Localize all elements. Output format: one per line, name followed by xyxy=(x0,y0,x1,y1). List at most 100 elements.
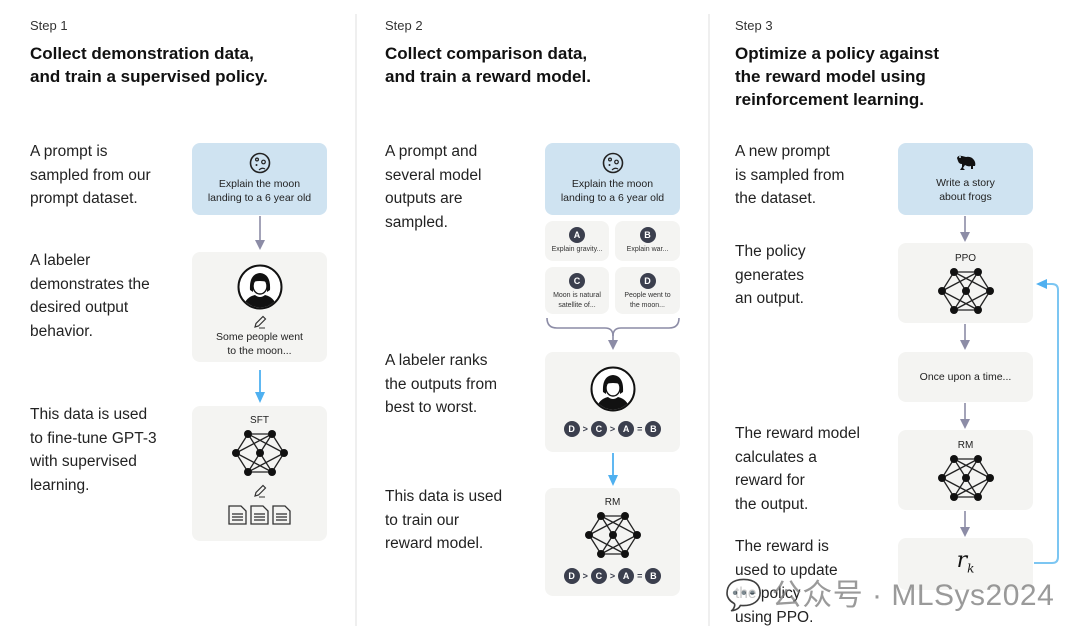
nn-edge xyxy=(953,477,990,498)
desc-line: A labeler xyxy=(30,252,91,269)
desc-line: sampled from our xyxy=(30,166,151,184)
nn-node xyxy=(961,287,970,295)
step-2-desc-train: This data is used to train our reward mo… xyxy=(385,485,502,556)
title-line: Optimize a policy against xyxy=(735,44,940,63)
nn-node xyxy=(949,306,958,314)
output-text: Explain gravity... xyxy=(551,246,603,253)
prompt-text: landing to a 6 year old xyxy=(207,192,312,204)
step-2-reward-model-box: RM D > C > A = B xyxy=(545,488,680,596)
output-badge: C xyxy=(569,273,585,289)
output-text: Explain war... xyxy=(626,246,669,253)
rank-badge: A xyxy=(618,421,635,437)
ranking-result: D > C > A = B xyxy=(545,568,680,584)
neural-network-icon xyxy=(230,428,290,478)
nn-node xyxy=(949,493,958,501)
rank-badge: B xyxy=(645,568,662,584)
rank-badge: B xyxy=(645,421,662,437)
step-1-label: Step 1 xyxy=(30,18,68,33)
nn-node xyxy=(937,474,946,482)
nn-edge xyxy=(247,452,284,473)
title-line: and train a reward model. xyxy=(385,67,591,86)
desc-line: A new prompt xyxy=(735,143,830,160)
nn-node xyxy=(243,430,252,438)
rank-badge: D xyxy=(563,421,580,437)
output-option-c: C Moon is natural satellite of... xyxy=(545,267,609,314)
output-option-a: A Explain gravity... xyxy=(545,221,609,261)
desc-line: with supervised xyxy=(30,453,137,470)
desc-line: best to worst. xyxy=(385,399,478,416)
rank-operator: > xyxy=(609,424,616,434)
nn-node xyxy=(620,550,629,558)
prompt-text: Write a story xyxy=(936,177,995,189)
desc-line: the output. xyxy=(735,495,809,513)
step-3-desc-update: The reward is used to update the policy … xyxy=(735,535,838,629)
desc-line: to train our xyxy=(385,511,460,529)
desc-line: the outputs from xyxy=(385,375,498,393)
title-line: reinforcement learning. xyxy=(735,90,924,109)
desc-line: demonstrates the xyxy=(30,275,150,293)
reward-symbol: rk xyxy=(898,548,1033,575)
labeler-avatar-icon xyxy=(590,366,635,412)
rank-operator: > xyxy=(609,571,616,581)
step-1-sft-model-box: SFT xyxy=(192,406,327,541)
nn-edge xyxy=(953,290,990,311)
output-badge: A xyxy=(569,227,585,243)
desc-line: prompt dataset. xyxy=(30,190,138,207)
desc-line: the dataset. xyxy=(735,190,817,207)
desc-line: is sampled from xyxy=(735,166,845,184)
step-1-demonstration-box: Some people went to the moon... xyxy=(192,252,327,362)
nn-node xyxy=(985,287,994,295)
step-3-desc-prompt: A new prompt is sampled from the dataset… xyxy=(735,140,844,211)
arrow-down-icon xyxy=(255,370,265,403)
step-1-desc-finetune: This data is used to fine-tune GPT-3 wit… xyxy=(30,403,157,497)
step-2-desc-prompt: A prompt and several model outputs are s… xyxy=(385,140,482,234)
nn-edge xyxy=(588,515,625,536)
desc-line: sampled. xyxy=(385,213,448,231)
rank-badge: A xyxy=(618,568,635,584)
merge-brace-arrow-icon xyxy=(546,317,680,350)
step-2-ranking-box: D > C > A = B xyxy=(545,352,680,452)
nn-node xyxy=(973,306,982,314)
desc-line: reward model. xyxy=(385,535,484,552)
nn-node xyxy=(255,449,264,457)
step-3-desc-policy: The policy generates an output. xyxy=(735,240,806,311)
step-2-prompt-box: Explain the moon landing to a 6 year old xyxy=(545,143,680,215)
nn-node xyxy=(949,455,958,463)
neural-network-icon xyxy=(936,453,996,503)
step-3-desc-reward: The reward model calculates a reward for… xyxy=(735,422,860,516)
frog-icon xyxy=(956,155,975,170)
desc-line: outputs are xyxy=(385,190,463,207)
arrow-down-icon xyxy=(960,511,970,537)
desc-line: to fine-tune GPT-3 xyxy=(30,429,157,447)
nn-edge xyxy=(941,458,978,479)
output-text: Moon is natural xyxy=(553,292,601,299)
pencil-icon xyxy=(253,315,266,329)
model-label: RM xyxy=(957,440,974,451)
desc-line: learning. xyxy=(30,476,90,494)
nn-node xyxy=(620,512,629,520)
model-label: PPO xyxy=(954,253,977,264)
arrow-down-icon xyxy=(960,324,970,350)
nn-node xyxy=(973,493,982,501)
output-text: People went to xyxy=(624,292,671,299)
desc-line: This data is used xyxy=(30,406,148,423)
rank-operator: = xyxy=(637,571,643,581)
desc-line: using PPO. xyxy=(735,608,814,626)
step-3-title: Optimize a policy against the reward mod… xyxy=(735,42,939,111)
watermark: 💬 公众号 · MLSys2024 xyxy=(725,579,1055,612)
output-badge: B xyxy=(639,227,656,243)
step-1-prompt-box: Explain the moon landing to a 6 year old xyxy=(192,143,327,215)
moon-icon xyxy=(602,152,623,174)
step-3-ppo-policy-box: PPO xyxy=(898,243,1033,323)
output-badge: D xyxy=(639,273,656,289)
rank-badge: D xyxy=(563,568,580,584)
nn-node xyxy=(596,550,605,558)
step-2-label: Step 2 xyxy=(385,18,423,33)
output-option-d: D People went to the moon... xyxy=(615,267,680,314)
step-2-title: Collect comparison data, and train a rew… xyxy=(385,42,591,88)
step-3-prompt-box: Write a story about frogs xyxy=(898,143,1033,215)
prompt-text: about frogs xyxy=(939,191,992,203)
title-line: and train a supervised policy. xyxy=(30,67,268,86)
step-1-desc-labeler: A labeler demonstrates the desired outpu… xyxy=(30,249,150,343)
column-divider xyxy=(355,14,357,626)
